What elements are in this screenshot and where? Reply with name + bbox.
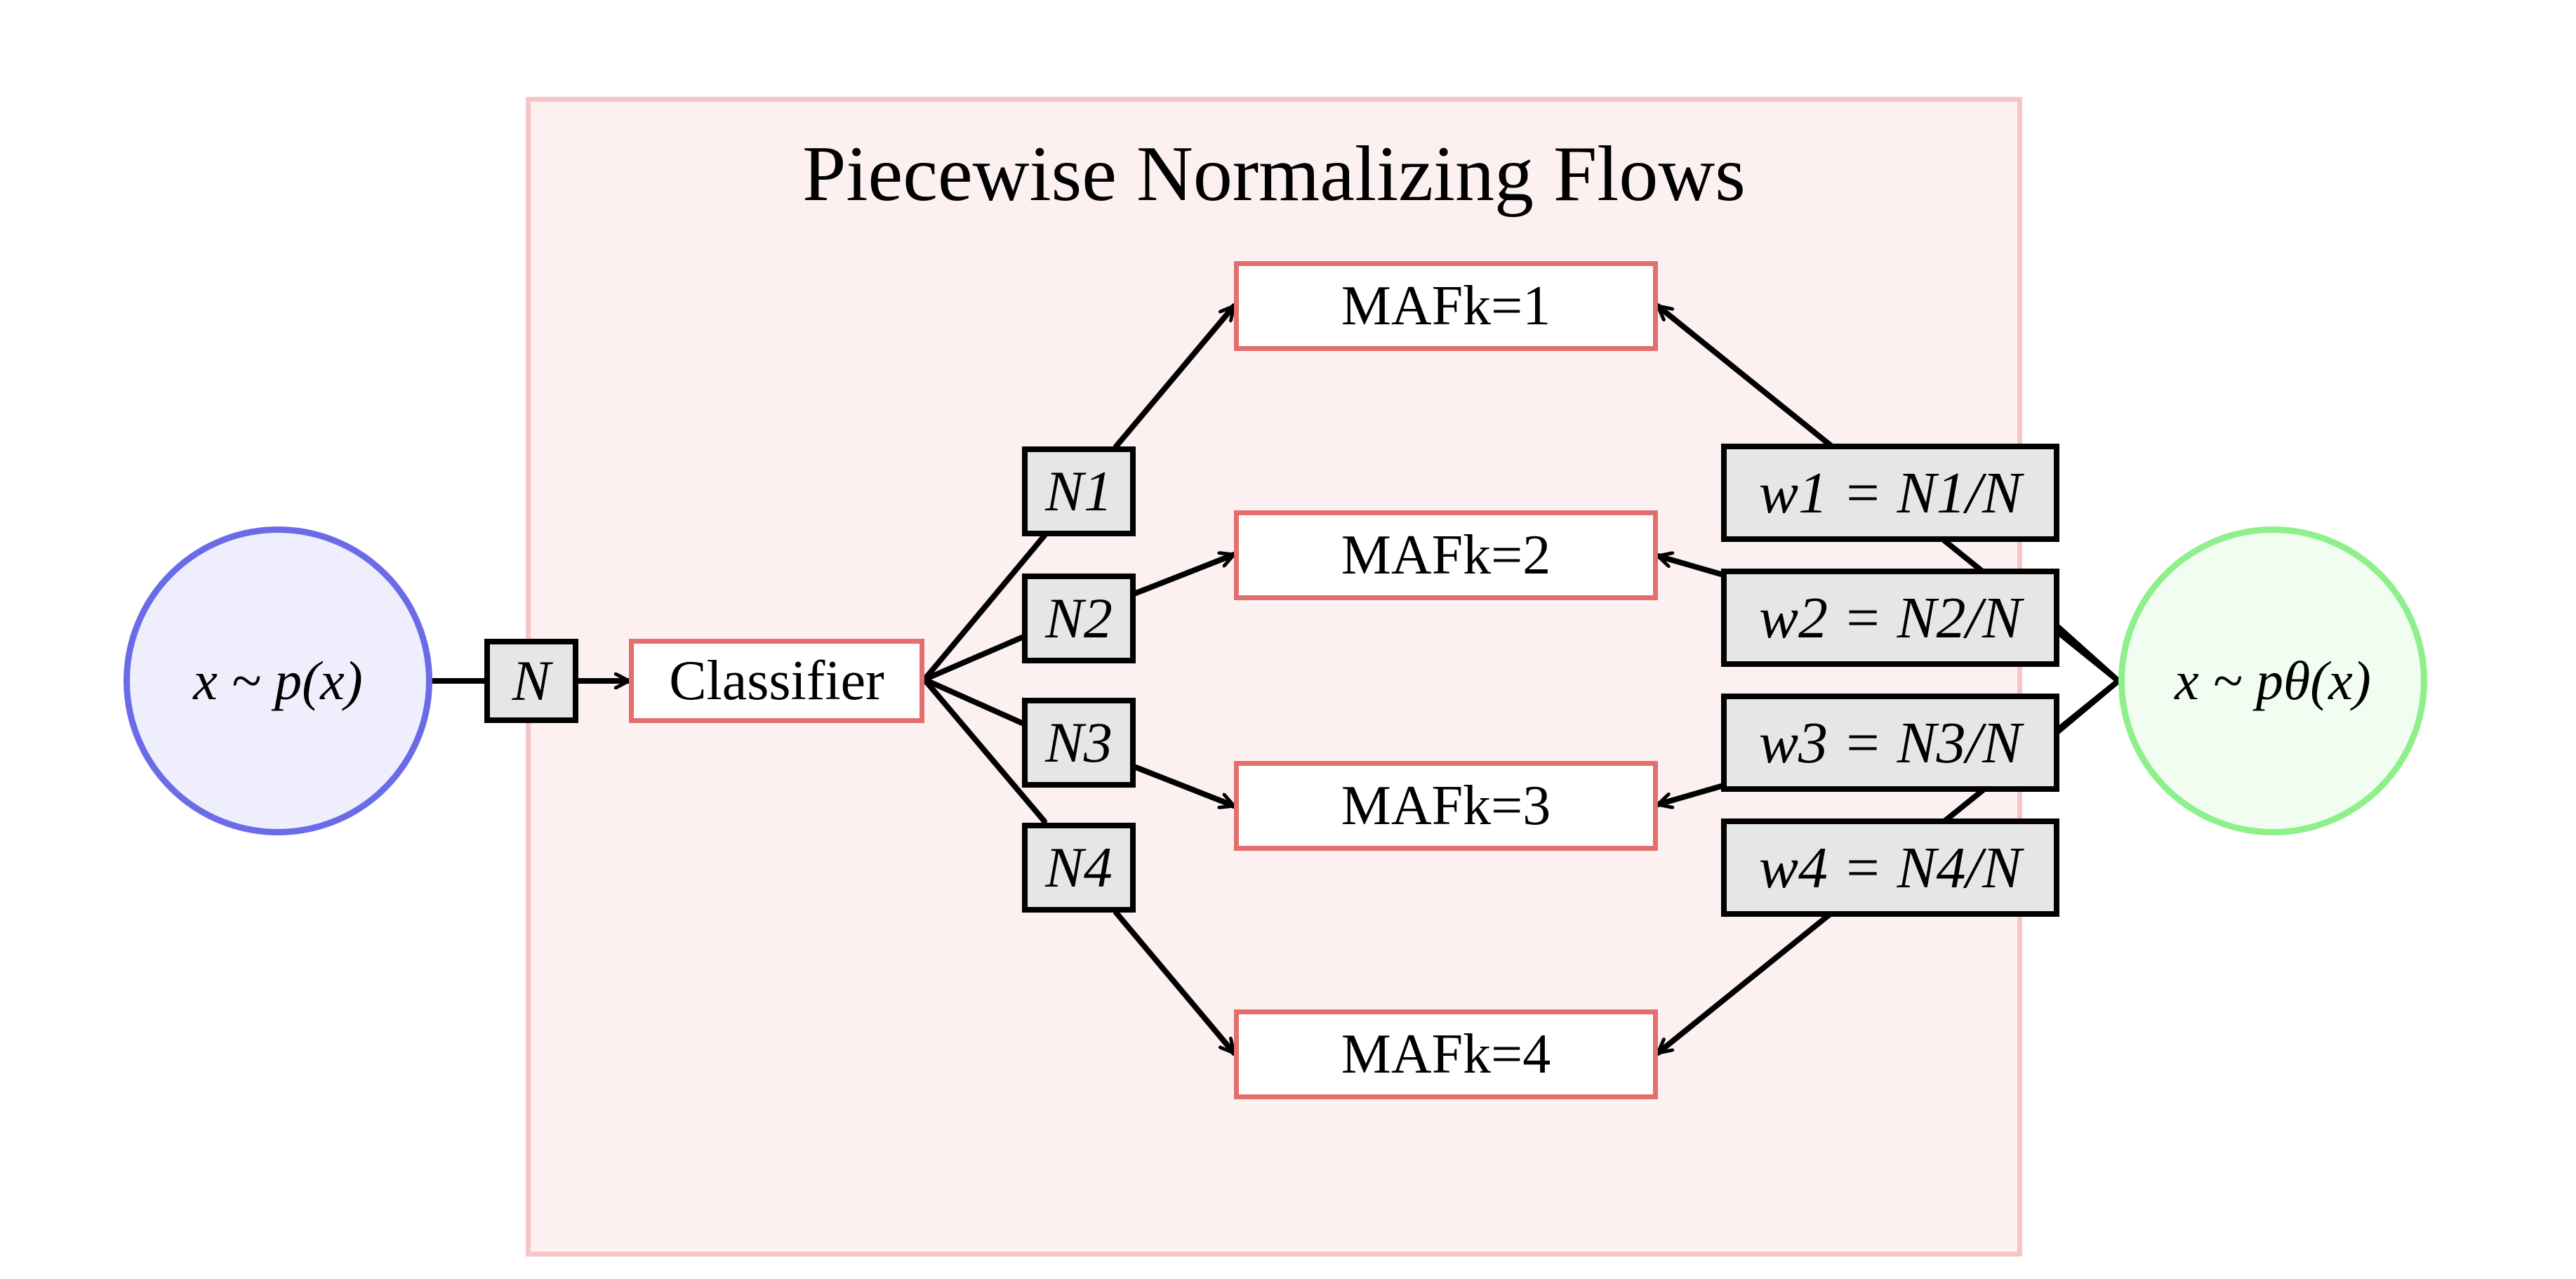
branch-count-2: N2: [1022, 574, 1136, 663]
edge-n1-to-maf1: [1113, 303, 1237, 449]
edge-n4-to-maf4: [1113, 910, 1237, 1056]
maf-box-2: MAFk=2: [1234, 510, 1658, 600]
target-distribution-node: x ~ pθ(x): [2118, 526, 2427, 835]
branch-count-3: N3: [1022, 698, 1136, 788]
branch-count-1: N1: [1022, 446, 1136, 536]
branch-count-4: N4: [1022, 823, 1136, 913]
sample-count-box: N: [484, 639, 578, 723]
maf-box-4: MAFk=4: [1234, 1009, 1658, 1099]
edge-classifier-to-n2: [922, 635, 1025, 682]
edge-w2-to-maf2: [1655, 556, 1724, 577]
maf-box-1: MAFk=1: [1234, 261, 1658, 351]
diagram-title: Piecewise Normalizing Flows: [802, 131, 1746, 218]
edge-n2-to-maf2: [1133, 555, 1237, 596]
classifier-box: Classifier: [629, 639, 924, 723]
weight-box-2: w2 = N2/N: [1721, 569, 2059, 667]
edge-target-to-w2: [2055, 624, 2121, 684]
edge-n3-to-maf3: [1133, 764, 1237, 806]
edge-classifier-to-n4: [922, 677, 1047, 824]
source-distribution-node: x ~ p(x): [124, 526, 432, 835]
maf-box-3: MAFk=3: [1234, 761, 1658, 851]
weight-box-3: w3 = N3/N: [1721, 694, 2059, 792]
weight-box-1: w1 = N1/N: [1721, 444, 2059, 542]
edge-w1-to-maf1: [1655, 303, 1835, 449]
edge-classifier-to-n3: [922, 677, 1025, 726]
edge-classifier-to-n1: [922, 533, 1047, 682]
weight-box-4: w4 = N4/N: [1721, 819, 2059, 917]
edge-w3-to-maf3: [1655, 783, 1724, 804]
edge-w4-to-maf4: [1655, 910, 1835, 1056]
